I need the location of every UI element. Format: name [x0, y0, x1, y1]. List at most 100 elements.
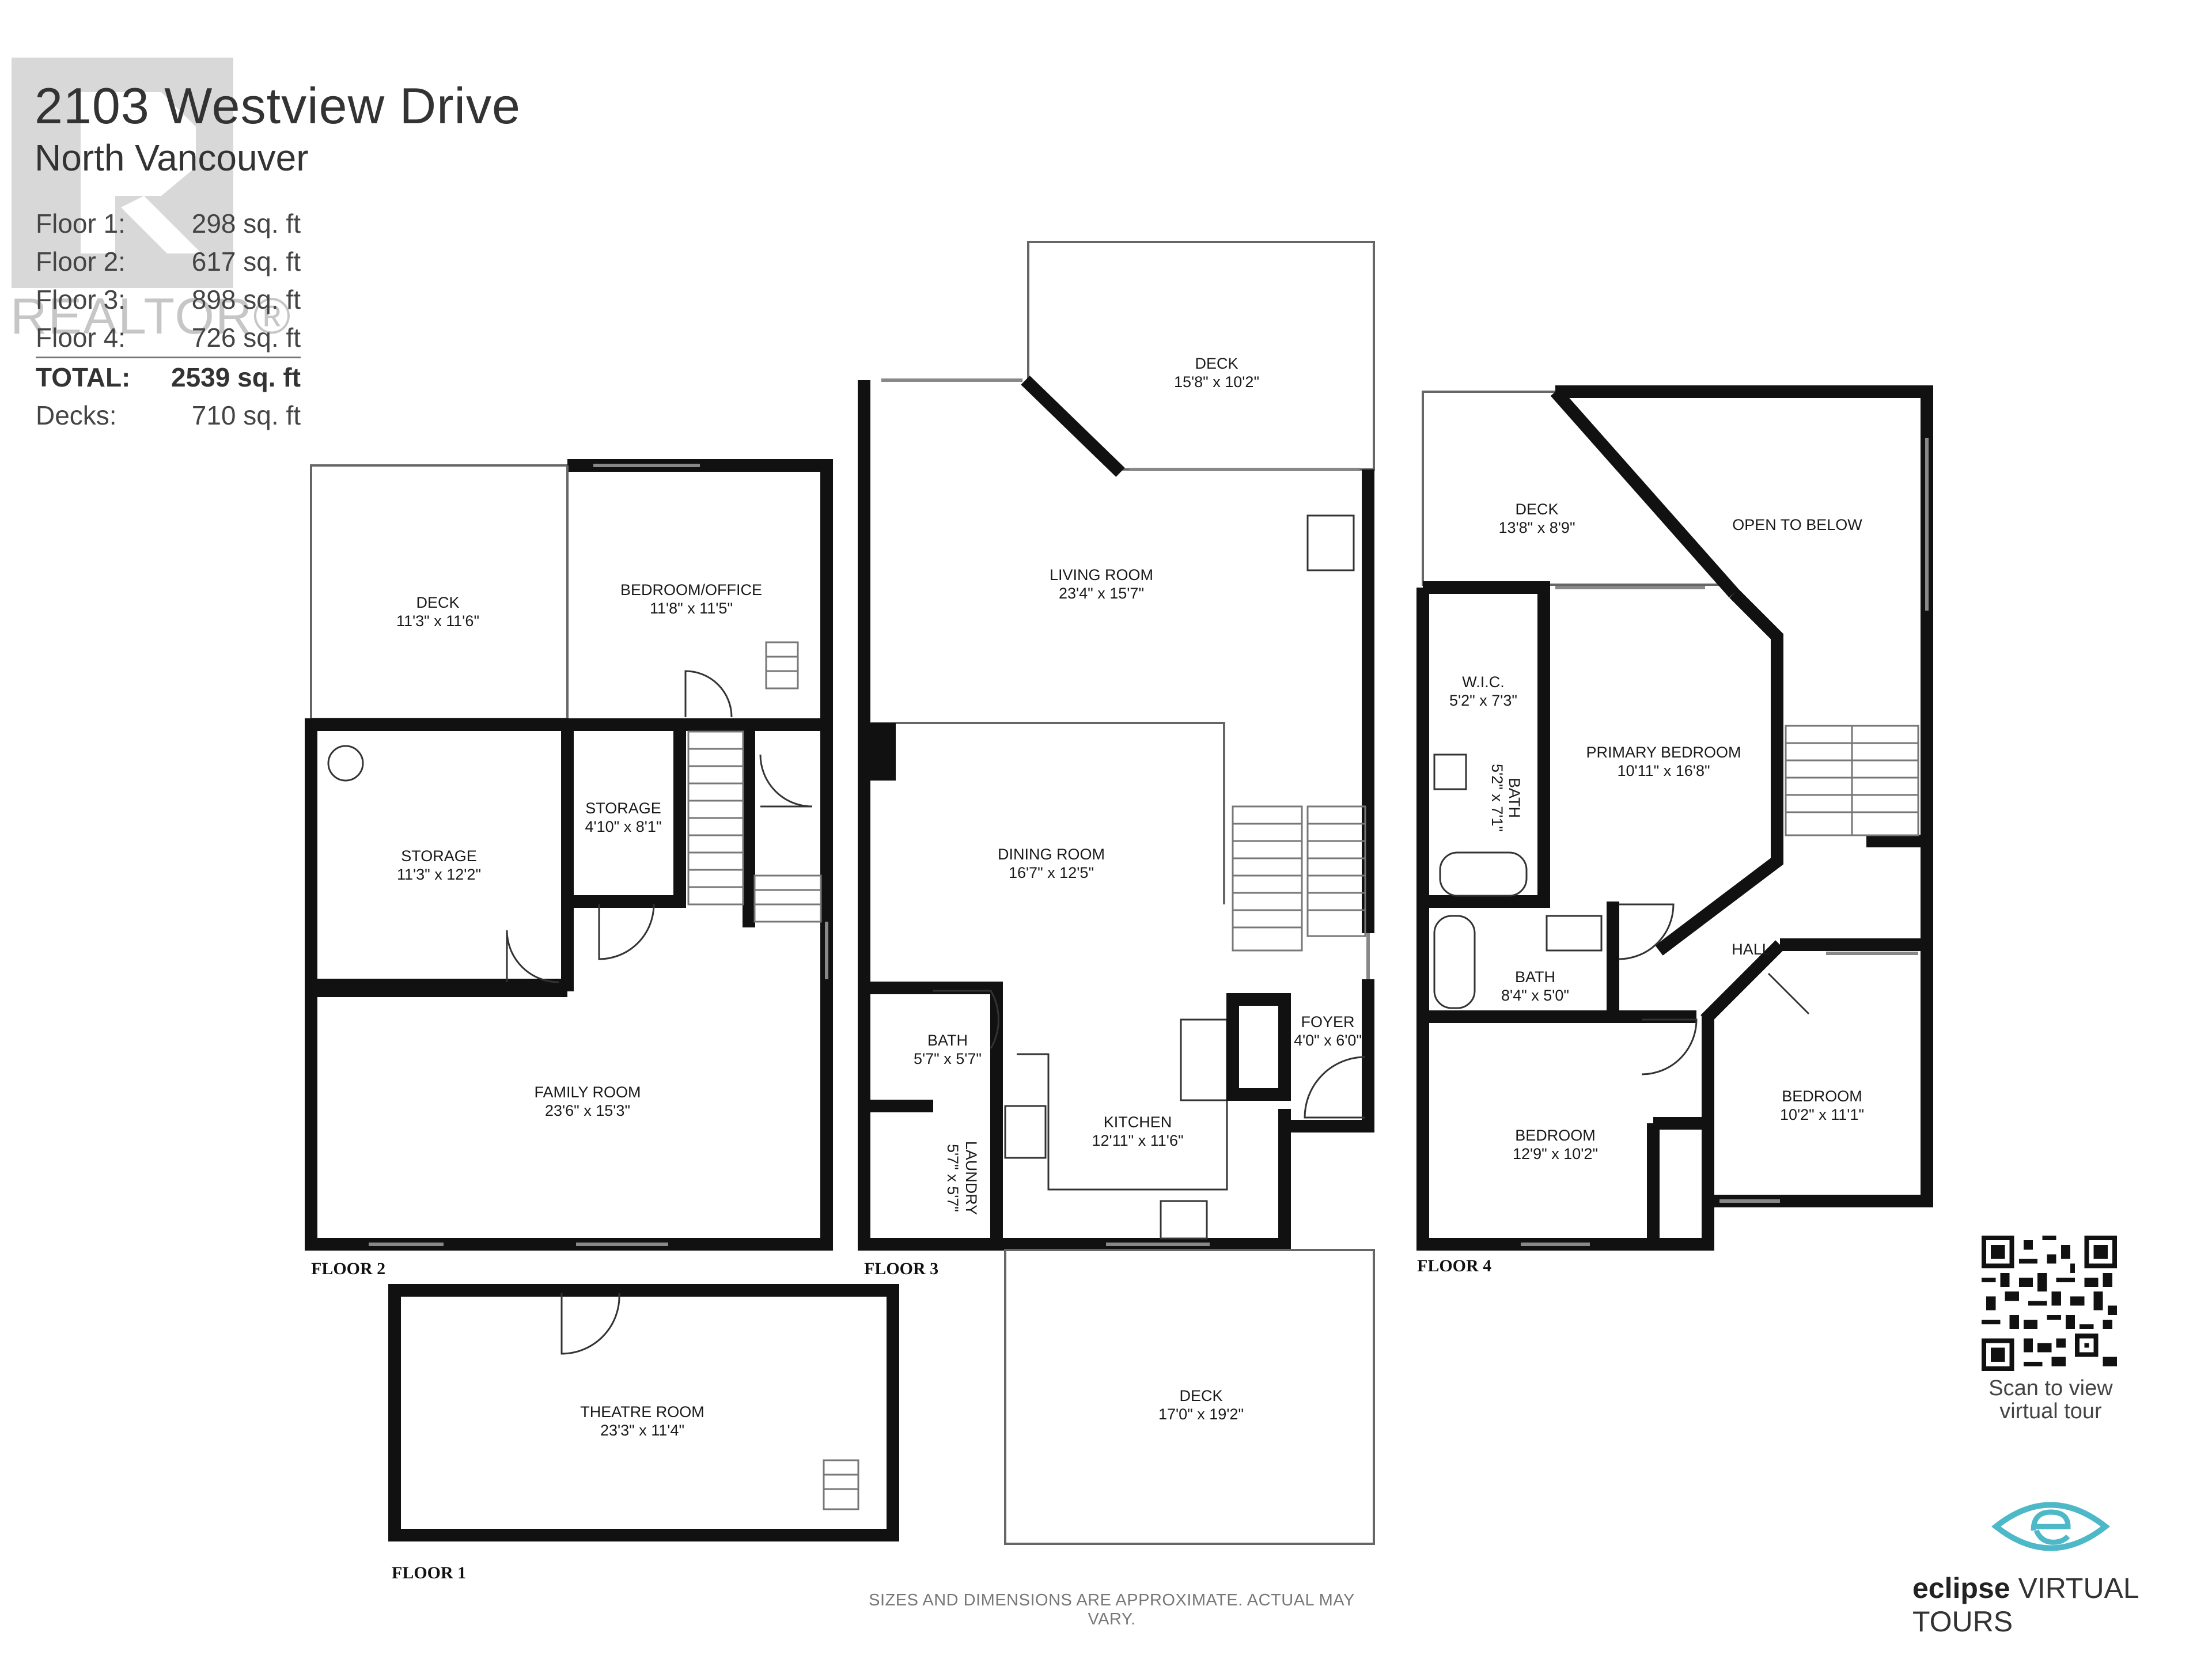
disclaimer-text: SIZES AND DIMENSIONS ARE APPROXIMATE. AC… — [869, 1591, 1355, 1628]
room-dimensions: 5'7" x 5'7" — [914, 1050, 982, 1067]
room-dimensions: 10'11" x 16'8" — [1617, 762, 1710, 779]
area-label: Floor 1: — [36, 209, 126, 238]
room-name: OPEN TO BELOW — [1732, 516, 1862, 533]
f3-fireplace-icon — [1306, 514, 1355, 571]
f3-stairs — [1232, 805, 1366, 952]
f4-sink-icon — [1433, 753, 1467, 790]
room-dimensions: 4'10" x 8'1" — [585, 818, 661, 835]
f4-open-diagonal-wall — [1550, 387, 1739, 598]
floor-3-plan — [858, 241, 1375, 1545]
room-name: DECK — [1515, 501, 1558, 518]
area-row-floor3: Floor 3: 898 sq. ft — [36, 281, 301, 319]
room-dimensions: 13'8" x 8'9" — [1498, 519, 1575, 536]
f3-deck-bottom-outline — [1004, 1249, 1375, 1545]
room-dimensions: 11'8" x 11'5" — [650, 600, 733, 617]
room-name: LIVING ROOM — [1050, 566, 1153, 584]
room-name: KITCHEN — [1104, 1113, 1172, 1131]
brand-rest: VIRTUAL TOURS — [1912, 1572, 2138, 1638]
qr-caption: Scan to view virtual tour — [1959, 1377, 2143, 1423]
area-row-floor1: Floor 1: 298 sq. ft — [36, 204, 301, 243]
room-name: DECK — [1179, 1387, 1222, 1404]
room-dimensions: 10'2" x 11'1" — [1780, 1106, 1864, 1123]
eye-logo-icon — [1991, 1502, 2111, 1551]
f3-stove-icon — [1004, 1105, 1047, 1159]
qr-caption-line1: Scan to view — [1988, 1376, 2113, 1400]
room-name: THEATRE ROOM — [580, 1403, 704, 1421]
brand-bold: eclipse — [1912, 1572, 2010, 1604]
f2-door-bedroom — [684, 670, 733, 718]
floor-1-tag: FLOOR 1 — [392, 1563, 466, 1582]
area-value: 898 sq. ft — [191, 285, 301, 315]
f4-wic-walls — [1423, 581, 1550, 743]
room-name: LAUNDRY — [963, 1141, 980, 1215]
area-summary-table: Floor 1: 298 sq. ft Floor 2: 617 sq. ft … — [36, 204, 301, 434]
f2-door-storage — [506, 930, 559, 983]
f2-door-closet — [759, 754, 813, 808]
f4-ensuite-walls — [1429, 743, 1550, 908]
f3-kitchen-sink-icon — [1160, 1200, 1208, 1240]
f4-door-bedroom-right — [1767, 972, 1810, 1015]
f4-bathtub2-icon — [1433, 915, 1476, 1009]
room-name: BATH — [1515, 968, 1555, 986]
area-label: Floor 2: — [36, 247, 126, 276]
room-dimensions: 8'4" x 5'0" — [1501, 987, 1569, 1004]
total-label: TOTAL: — [36, 362, 131, 392]
f3-bath-walls — [864, 982, 1003, 1244]
f3-door-bath — [933, 990, 999, 1049]
qr-code-icon[interactable] — [1982, 1236, 2117, 1371]
room-name: FOYER — [1301, 1013, 1354, 1031]
f3-foyer-closet — [1226, 993, 1291, 1101]
area-label: Floor 4: — [36, 323, 126, 353]
room-labels: THEATRE ROOM 23'3" x 11'4" DECK 11'3" x … — [396, 355, 1864, 1439]
f2-storage-small-walls — [567, 718, 686, 908]
room-dimensions: 23'4" x 15'7" — [1059, 585, 1144, 602]
f4-outer-right-walls — [1555, 385, 1933, 1207]
f2-stairs — [687, 641, 822, 923]
f2-door-storage-small — [598, 904, 655, 960]
room-dimensions: 12'9" x 10'2" — [1513, 1145, 1598, 1162]
f3-door-entry — [1304, 1056, 1366, 1119]
f4-deck-outline — [1422, 391, 1722, 586]
f4-vanity-icon — [1546, 915, 1603, 952]
room-name: W.I.C. — [1462, 673, 1505, 691]
f4-primary-angle-walls — [1655, 589, 1783, 956]
area-row-decks: Decks: 710 sq. ft — [36, 396, 301, 434]
floor-4-plan — [1416, 385, 1933, 1251]
listing-subtitle: North Vancouver — [35, 137, 309, 179]
room-name: PRIMARY BEDROOM — [1586, 744, 1741, 761]
decks-value: 710 sq. ft — [191, 400, 301, 430]
room-dimensions: 16'7" x 12'5" — [1009, 864, 1094, 881]
room-name: BEDROOM — [1782, 1088, 1862, 1105]
area-value: 726 sq. ft — [191, 323, 301, 353]
room-name: BEDROOM/OFFICE — [620, 581, 762, 599]
room-name: BATH — [927, 1032, 968, 1049]
room-name: FAMILY ROOM — [534, 1084, 641, 1101]
f4-door-primary — [1618, 903, 1675, 960]
f2-deck-outline — [310, 464, 569, 720]
f2-electrical-panel-icon — [327, 745, 364, 782]
realtor-logo-watermark — [12, 58, 233, 288]
listing-header: 2103 Westview Drive North Vancouver — [35, 77, 521, 179]
room-name: STORAGE — [401, 847, 477, 865]
room-dimensions: 15'8" x 10'2" — [1174, 373, 1259, 391]
f1-stairs — [823, 1459, 859, 1510]
room-name: STORAGE — [585, 800, 661, 817]
qr-caption-line2: virtual tour — [1999, 1399, 2102, 1423]
listing-title: 2103 Westview Drive — [35, 77, 521, 134]
floor-tags: FLOOR 2 FLOOR 3 FLOOR 4 FLOOR 1 — [311, 1256, 1491, 1582]
room-dimensions: 12'11" x 11'6" — [1092, 1132, 1183, 1149]
f3-living-angle-wall — [1021, 376, 1125, 477]
f3-outer-left-walls — [858, 380, 1291, 1251]
room-dimensions: 17'0" x 19'2" — [1158, 1406, 1244, 1423]
room-name: DECK — [1195, 355, 1238, 372]
room-name: DINING ROOM — [998, 846, 1105, 863]
f4-stairs — [1785, 725, 1919, 836]
room-dimensions: 23'6" x 15'3" — [545, 1102, 630, 1119]
room-name: BATH — [1506, 778, 1523, 818]
f4-bathtub-icon — [1439, 851, 1528, 897]
realtor-watermark-text: REALTOR® — [10, 287, 292, 344]
room-name: DECK — [416, 594, 459, 611]
f2-family-walls — [305, 927, 833, 1251]
room-dimensions: 23'3" x 11'4" — [600, 1422, 684, 1439]
